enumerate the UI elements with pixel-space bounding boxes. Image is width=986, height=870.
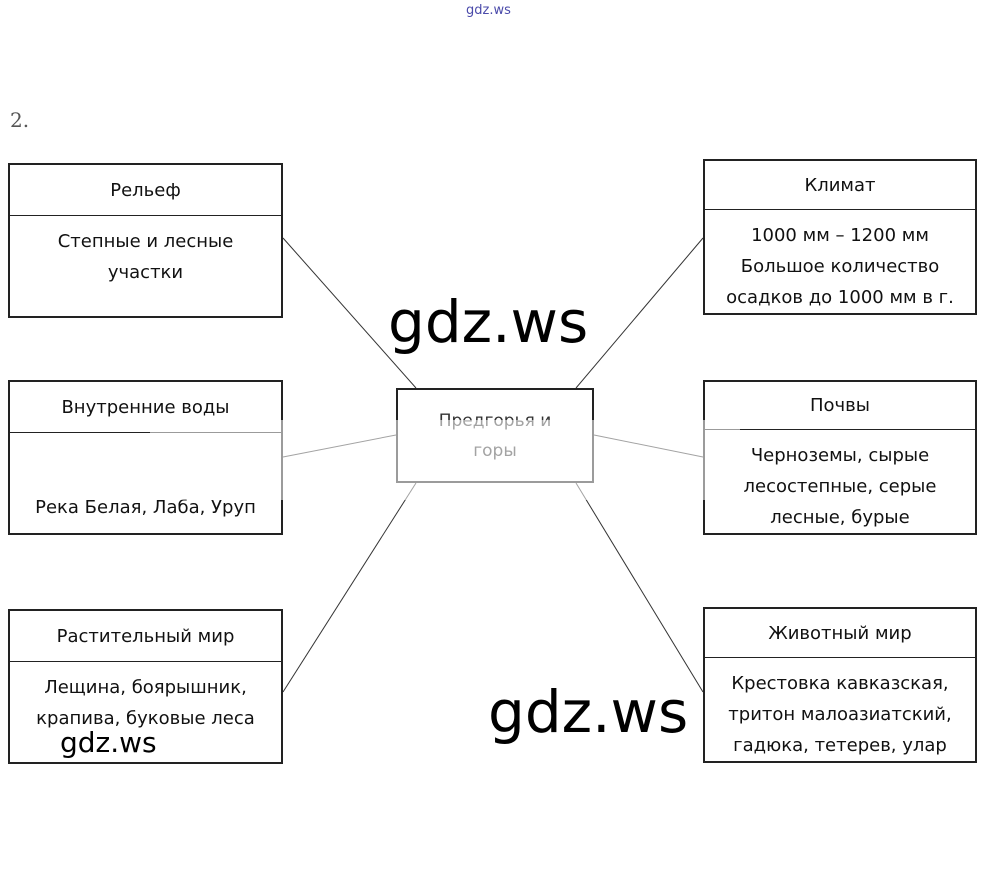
center-line-1: Предгорья и	[438, 410, 552, 431]
center-line-2: горы	[473, 440, 517, 461]
box-climate: Климат 1000 мм – 1200 мм Большое количес…	[703, 159, 977, 315]
task-number: 2.	[10, 108, 30, 132]
box-climate-body: 1000 мм – 1200 мм Большое количество оса…	[705, 210, 975, 313]
box-relief: Рельеф Степные и лесные участки	[8, 163, 283, 318]
connector-climate	[575, 237, 704, 389]
connector-waters	[282, 434, 397, 458]
box-climate-line-3: осадков до 1000 мм в г.	[726, 287, 954, 308]
watermark-big-2: gdz.ws	[488, 678, 689, 746]
connector-plants	[282, 482, 417, 693]
box-soils-line-1: Черноземы, сырые	[750, 445, 930, 466]
box-animals: Животный мир Крестовка кавказская, трито…	[703, 607, 977, 763]
box-animals-line-1: Крестовка кавказская,	[731, 673, 949, 694]
box-plants-body: Лещина, боярышник, крапива, буковые леса	[10, 662, 281, 762]
watermark-small: gdz.ws	[60, 726, 157, 759]
connector-soils	[593, 434, 704, 458]
box-waters: Внутренние воды Река Белая, Лаба, Уруп	[8, 380, 283, 535]
box-plants-title: Растительный мир	[10, 611, 281, 662]
box-waters-line-1: Река Белая, Лаба, Уруп	[35, 497, 256, 518]
connector-animals	[575, 482, 704, 693]
box-waters-body: Река Белая, Лаба, Уруп	[10, 433, 281, 533]
box-relief-line-2: участки	[107, 262, 184, 283]
box-plants: Растительный мир Лещина, боярышник, крап…	[8, 609, 283, 764]
box-soils: Почвы Черноземы, сырые лесостепные, серы…	[703, 380, 977, 535]
box-relief-line-1: Степные и лесные	[57, 231, 234, 252]
center-box: Предгорья и горы	[396, 388, 594, 483]
box-relief-title: Рельеф	[10, 165, 281, 216]
box-plants-line-2: крапива, буковые леса	[36, 708, 255, 729]
box-animals-body: Крестовка кавказская, тритон малоазиатск…	[705, 658, 975, 761]
box-plants-line-1: Лещина, боярышник,	[44, 677, 247, 698]
box-soils-line-3: лесные, бурые	[770, 507, 910, 528]
box-animals-line-2: тритон малоазиатский,	[728, 704, 952, 725]
watermark-top: gdz.ws	[466, 3, 511, 18]
box-climate-line-2: Большое количество	[740, 256, 940, 277]
box-soils-title: Почвы	[705, 382, 975, 430]
box-waters-title: Внутренние воды	[10, 382, 281, 433]
watermark-big-1: gdz.ws	[388, 288, 589, 356]
box-soils-body: Черноземы, сырые лесостепные, серые лесн…	[705, 430, 975, 533]
box-relief-body: Степные и лесные участки	[10, 216, 281, 316]
connector-relief	[282, 237, 417, 389]
box-climate-title: Климат	[705, 161, 975, 210]
box-climate-line-1: 1000 мм – 1200 мм	[751, 225, 929, 246]
box-animals-title: Животный мир	[705, 609, 975, 658]
box-soils-line-2: лесостепные, серые	[743, 476, 937, 497]
box-animals-line-3: гадюка, тетерев, улар	[733, 735, 947, 756]
